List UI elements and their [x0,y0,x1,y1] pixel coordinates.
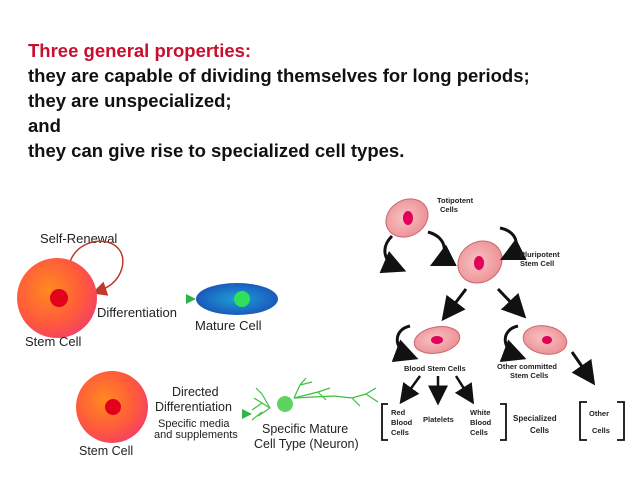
specialized-label-1: Specialized [513,414,557,423]
self-renewal-diagram: Self-Renewal Stem Cell Differentiation M… [17,231,278,349]
red-label-3: Cells [391,428,409,437]
cell-type-label: Cell Type (Neuron) [254,437,359,451]
directed-arrowhead [242,409,252,419]
pluripotent-to-other-arrow [496,287,527,319]
totipotent-label-1: Totipotent [437,196,474,205]
property-line-1: they are capable of dividing themselves … [28,65,530,86]
stem-cell-hierarchy-diagram: Totipotent Cells Pluripotent Stem Cell B… [379,196,625,441]
to-red-blood-arrow [399,375,422,405]
totipotent-self-arrow [379,234,407,274]
white-label-2: Blood [470,418,492,427]
property-line-3: and [28,115,61,136]
pluripotent-to-blood-arrow [441,288,468,322]
specialized-label-2: Cells [530,426,550,435]
directed-differentiation-diagram: Stem Cell Directed Differentiation Speci… [76,371,379,458]
other-cells-label-2: Cells [592,426,610,435]
neuron-body [277,396,293,412]
blood-stem-self-arrow [391,324,419,362]
mature-cell-nucleus [234,291,250,307]
pluripotent-self-arrow [499,226,527,261]
stem-cell-nucleus [50,289,68,307]
red-label-2: Blood [391,418,413,427]
blood-stem-nucleus [431,336,443,344]
stem-cell-label: Stem Cell [25,334,81,349]
to-white-blood-arrow [454,375,475,405]
totipotent-label-2: Cells [440,205,458,214]
other-committed-down-arrow [570,351,596,386]
other-committed-nucleus [542,336,552,344]
differentiation-label: Differentiation [97,305,177,320]
property-line-2: they are unspecialized; [28,90,232,111]
self-renewal-label: Self-Renewal [40,231,117,246]
properties-heading: Three general properties: [28,40,252,61]
blood-cells-bracket-right [500,403,507,441]
self-renewal-arrow [69,240,124,296]
stem-cell-bottom-label: Stem Cell [79,444,133,458]
other-committed-self-arrow [499,324,527,362]
properties-text: Three general properties: they are capab… [28,38,628,163]
totipotent-to-pluripotent-arrow [427,230,457,267]
neuron-icon [251,377,379,421]
stem-cell-bottom-nucleus [105,399,121,415]
specific-mature-label: Specific Mature [262,422,348,436]
other-cells-bracket-right [617,401,625,441]
blood-stem-label: Blood Stem Cells [404,364,466,373]
directed-differentiation-label: Differentiation [155,400,232,414]
pluripotent-label-1: Pluripotent [520,250,560,259]
media-label-1: Specific media [158,418,230,430]
red-label-1: Red [391,408,406,417]
pluripotent-nucleus [474,256,484,270]
directed-label: Directed [172,385,219,399]
other-committed-label-1: Other committed [497,362,557,371]
platelets-label: Platelets [423,415,454,424]
media-label-2: and supplements [154,429,238,441]
white-label-3: Cells [470,428,488,437]
totipotent-nucleus [403,211,413,225]
mature-cell-label: Mature Cell [195,318,262,333]
pluripotent-label-2: Stem Cell [520,259,554,268]
other-committed-label-2: Stem Cells [510,371,548,380]
blood-cells-bracket-left [381,403,388,441]
white-label-1: White [470,408,490,417]
property-line-4: they can give rise to specialized cell t… [28,140,405,161]
other-cells-bracket-left [579,401,587,441]
other-cells-label-1: Other [589,409,609,418]
differentiation-arrowhead [186,294,196,304]
